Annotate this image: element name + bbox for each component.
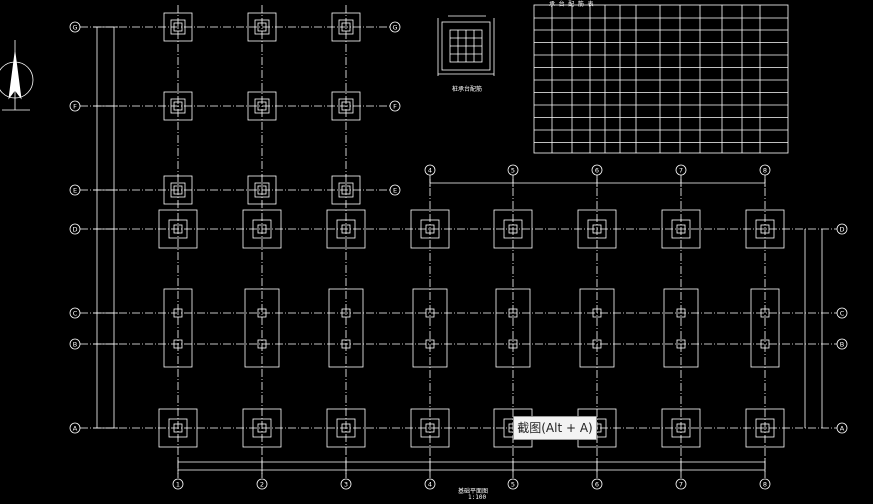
pile-cap [577, 209, 617, 249]
pile-cap [331, 91, 361, 121]
plan-scale: 1:100 [468, 494, 487, 501]
pile-cap [247, 91, 277, 121]
svg-text:C: C [840, 309, 845, 317]
axis-bubble-b-right: B [836, 338, 848, 350]
axis-bubble-8-top: 8 [759, 164, 771, 176]
pile-cap-detail [437, 15, 495, 76]
svg-text:4: 4 [428, 166, 432, 174]
svg-text:6: 6 [595, 166, 599, 174]
plan-title: 基础平面图 [458, 488, 489, 495]
pile-cap [410, 209, 450, 249]
pile-cap [410, 408, 450, 448]
axis-bubble-f-left: F [69, 100, 81, 112]
axis-bubble-c-left: C [69, 307, 81, 319]
axis-bubble-7-bottom: 7 [675, 478, 687, 490]
svg-text:E: E [393, 186, 397, 194]
svg-text:G: G [392, 23, 397, 31]
pile-cap [163, 12, 193, 42]
pile-cap [163, 91, 193, 121]
reinforcement-table [533, 4, 789, 154]
axis-bubble-4-bottom: 4 [424, 478, 436, 490]
pile-cap [326, 408, 366, 448]
svg-text:B: B [840, 340, 844, 348]
combined-pile-cap [244, 288, 280, 368]
svg-text:5: 5 [511, 480, 515, 488]
axis-bubble-b-left: B [69, 338, 81, 350]
pile-cap [331, 175, 361, 205]
pile-cap [331, 12, 361, 42]
svg-text:A: A [840, 424, 845, 432]
svg-text:8: 8 [763, 480, 767, 488]
axis-bubble-3-bottom: 3 [340, 478, 352, 490]
axis-bubble-5-top: 5 [507, 164, 519, 176]
svg-text:6: 6 [595, 480, 599, 488]
combined-pile-cap [750, 288, 780, 368]
svg-text:7: 7 [679, 480, 683, 488]
axis-bubble-6-top: 6 [591, 164, 603, 176]
axis-bubble-d-right: D [836, 223, 848, 235]
screenshot-tooltip: 截图(Alt + A) [513, 416, 597, 440]
combined-pile-cap [163, 288, 193, 368]
combined-pile-cap [663, 288, 699, 368]
pile-cap [242, 408, 282, 448]
svg-text:E: E [73, 186, 77, 194]
pile-cap [158, 408, 198, 448]
combined-pile-cap [328, 288, 364, 368]
pile-cap [745, 209, 785, 249]
svg-text:4: 4 [428, 480, 432, 488]
detail-title: 桩承台配筋 [452, 86, 483, 93]
pile-cap [158, 209, 198, 249]
axis-bubble-8-bottom: 8 [759, 478, 771, 490]
pile-cap [242, 209, 282, 249]
pile-cap [326, 209, 366, 249]
svg-text:5: 5 [511, 166, 515, 174]
svg-text:F: F [73, 102, 77, 110]
combined-pile-cap [412, 288, 448, 368]
north-arrow-icon [0, 40, 34, 111]
axis-bubble-7-top: 7 [675, 164, 687, 176]
pile-cap [493, 209, 533, 249]
table-title: 承 台 配 筋 表 [549, 1, 594, 8]
svg-text:F: F [393, 102, 397, 110]
svg-text:8: 8 [763, 166, 767, 174]
axis-bubble-e-right: E [389, 184, 401, 196]
axis-bubble-2-bottom: 2 [256, 478, 268, 490]
pile-cap [745, 408, 785, 448]
svg-text:G: G [72, 23, 77, 31]
axis-bubble-e-left: E [69, 184, 81, 196]
svg-text:3: 3 [344, 480, 348, 488]
axis-bubble-d-left: D [69, 223, 81, 235]
axis-bubble-5-bottom: 5 [507, 478, 519, 490]
svg-text:D: D [839, 225, 844, 233]
axis-bubble-c-right: C [836, 307, 848, 319]
axis-bubble-f-right: F [389, 100, 401, 112]
svg-text:C: C [73, 309, 78, 317]
svg-text:1: 1 [176, 480, 180, 488]
pile-cap [247, 12, 277, 42]
axis-bubble-g-right: G [389, 21, 401, 33]
combined-pile-cap [495, 288, 531, 368]
axis-bubble-a-right: A [836, 422, 848, 434]
axis-bubble-g-left: G [69, 21, 81, 33]
pile-cap [661, 209, 701, 249]
svg-text:A: A [73, 424, 78, 432]
svg-text:D: D [72, 225, 77, 233]
axis-bubble-4-top: 4 [424, 164, 436, 176]
pile-cap [661, 408, 701, 448]
pile-cap [247, 175, 277, 205]
axis-bubble-a-left: A [69, 422, 81, 434]
pile-cap [163, 175, 193, 205]
axis-bubble-6-bottom: 6 [591, 478, 603, 490]
svg-text:7: 7 [679, 166, 683, 174]
axis-bubble-1-bottom: 1 [172, 478, 184, 490]
svg-text:2: 2 [260, 480, 264, 488]
svg-text:B: B [73, 340, 77, 348]
combined-pile-cap [579, 288, 615, 368]
